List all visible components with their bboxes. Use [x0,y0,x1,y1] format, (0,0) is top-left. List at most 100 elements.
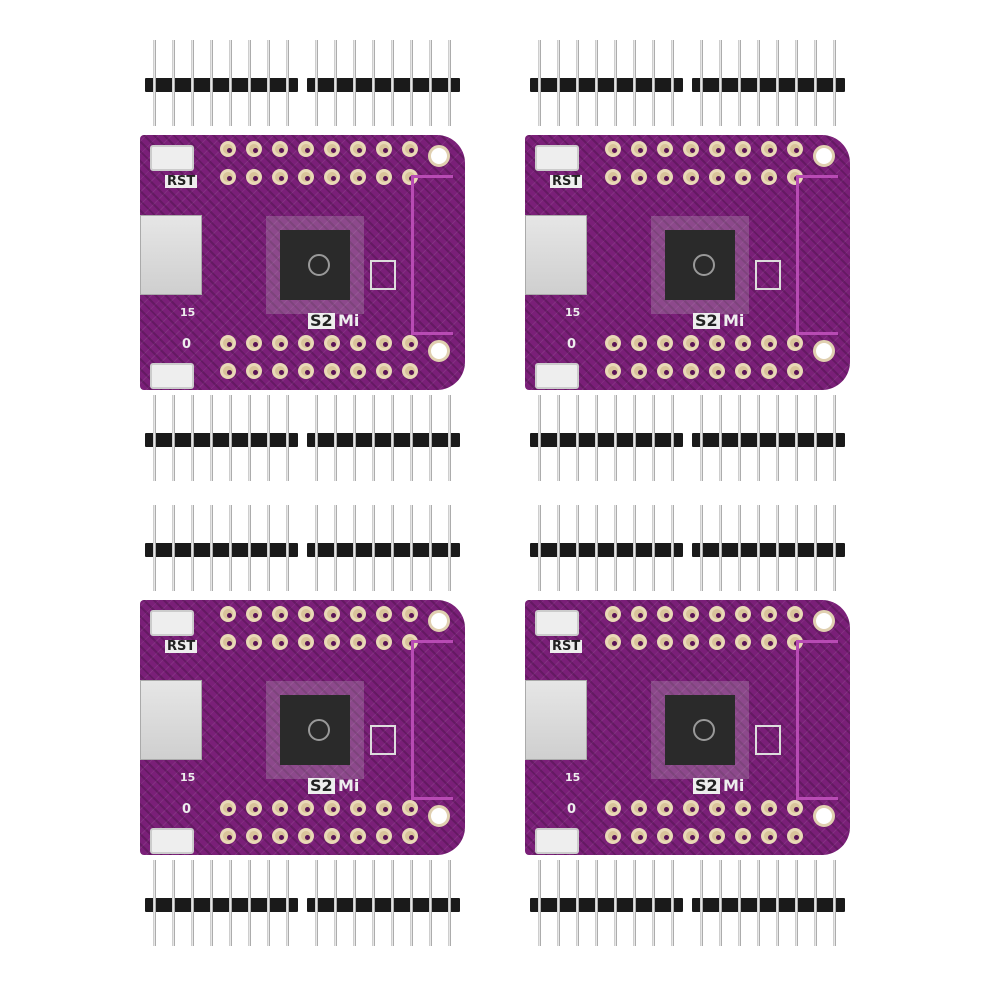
pin-pad [376,335,392,351]
pin-header-strip [145,860,298,946]
header-pin [191,505,194,591]
usb-c-connector [525,215,587,295]
header-plastic-bar [530,898,683,912]
mounting-hole [428,145,450,167]
pin-header-strip [530,505,683,591]
header-pin [429,395,432,481]
pin-pad [350,828,366,844]
pin-pad [402,363,418,379]
header-pin [448,860,451,946]
mounting-hole [813,805,835,827]
header-pin [671,860,674,946]
header-pin [448,505,451,591]
header-pin [814,505,817,591]
header-plastic-bar [692,433,845,447]
pin-pad [298,335,314,351]
pin-pad [272,800,288,816]
header-pin [286,860,289,946]
pin-pad [605,634,621,650]
crystal [370,260,396,290]
header-pin [353,505,356,591]
header-pin [700,40,703,126]
header-pin [248,40,251,126]
pin-pad [324,800,340,816]
header-pin [429,505,432,591]
header-pin [814,395,817,481]
header-pin [153,40,156,126]
header-pin [595,395,598,481]
pin-pad [709,169,725,185]
header-pin [410,505,413,591]
usb-c-connector [140,680,202,760]
pin-pad [761,606,777,622]
header-pin [757,40,760,126]
pin-pad [324,169,340,185]
pin-pad [376,800,392,816]
header-pin [315,40,318,126]
rst-label: RST [550,639,583,654]
pin-pad [272,606,288,622]
header-pin [538,395,541,481]
pin-header-strip [692,395,845,481]
header-pin [795,395,798,481]
mounting-hole [813,145,835,167]
pin-header-strip [692,860,845,946]
boot-label: 0 [182,802,192,817]
pin-pad [350,141,366,157]
header-pin [633,505,636,591]
header-pin [372,395,375,481]
header-pin [248,395,251,481]
header-pin [210,860,213,946]
rst-label: RST [165,174,198,189]
chip-marker [308,719,330,741]
pin-header-strip [307,860,460,946]
pin-pad [298,800,314,816]
pin-pad [657,800,673,816]
header-pin [153,860,156,946]
gpio-label: 15 [565,771,581,784]
header-plastic-bar [145,543,298,557]
boot-label: 0 [567,337,577,352]
pin-pad [402,141,418,157]
pin-pad [605,335,621,351]
pin-header-strip [530,395,683,481]
esp32-s2-chip [280,230,350,300]
pin-pad [220,141,236,157]
header-pin [267,505,270,591]
pin-pad [683,606,699,622]
header-pin [614,860,617,946]
pin-pad [350,335,366,351]
header-plastic-bar [692,543,845,557]
pin-pad [376,634,392,650]
header-pin [595,505,598,591]
pin-pad [683,141,699,157]
pin-pad [376,141,392,157]
pin-pad [350,800,366,816]
header-plastic-bar [145,78,298,92]
header-pin [286,505,289,591]
mounting-hole [428,805,450,827]
header-pin [172,860,175,946]
pin-pad [631,363,647,379]
pin-pad [350,634,366,650]
header-pin [795,505,798,591]
header-pin [410,40,413,126]
header-pin [757,395,760,481]
pin-header-strip [307,40,460,126]
pin-pad [350,169,366,185]
pin-pad [402,800,418,816]
pin-pad [735,335,751,351]
header-pin [776,505,779,591]
pin-pad [709,634,725,650]
header-pin [372,860,375,946]
pin-pad [272,828,288,844]
pin-pad [350,606,366,622]
header-pin [172,395,175,481]
pin-pad [376,169,392,185]
